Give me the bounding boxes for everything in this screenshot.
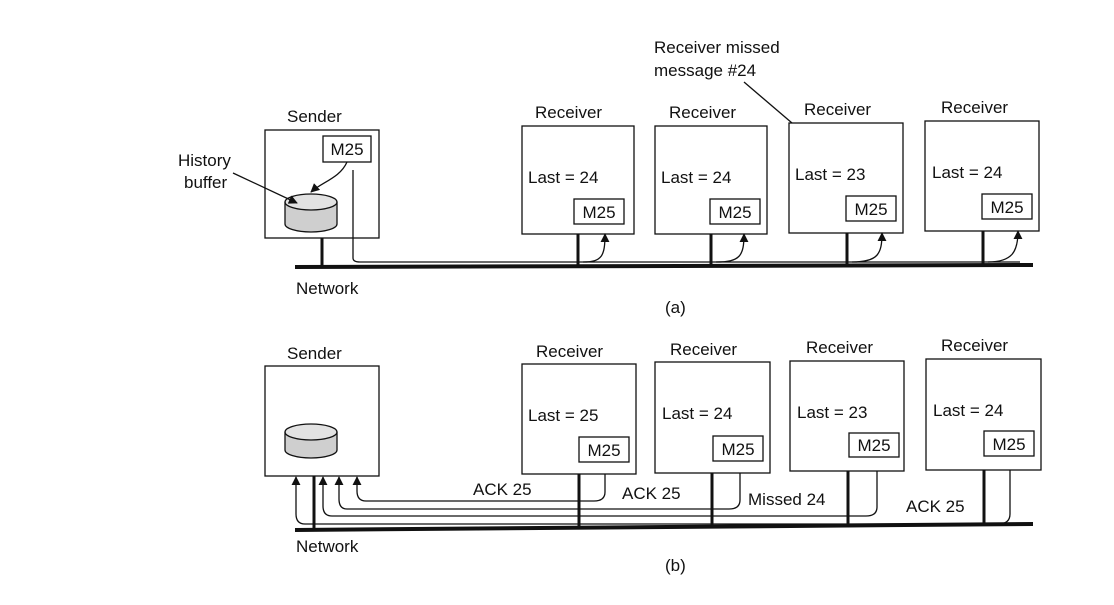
missed-note-pointer bbox=[743, 81, 793, 124]
receiver-title: Receiver bbox=[941, 336, 1008, 355]
message-label: M25 bbox=[854, 200, 887, 219]
receiver-node: Receiver Last = 24 M25 bbox=[521, 103, 635, 267]
message-box bbox=[981, 193, 1033, 220]
message-label: M25 bbox=[330, 140, 363, 159]
network-label: Network bbox=[296, 279, 359, 298]
receiver-title: Receiver bbox=[669, 103, 736, 122]
receiver-title: Receiver bbox=[536, 342, 603, 361]
panel-a: Network Sender M25 History buffer Receiv… bbox=[178, 38, 1040, 317]
sender-title: Sender bbox=[287, 344, 342, 363]
message-box bbox=[983, 430, 1035, 457]
network-bus bbox=[294, 522, 1034, 532]
feedback-label: Missed 24 bbox=[748, 490, 825, 509]
message-label: M25 bbox=[721, 440, 754, 459]
receiver-title: Receiver bbox=[806, 338, 873, 357]
sender-node: Sender M25 bbox=[264, 107, 380, 267]
message-box bbox=[845, 195, 897, 222]
message-label: M25 bbox=[857, 436, 890, 455]
history-pointer bbox=[232, 172, 298, 204]
panel-b: Network Sender Receiver Last = 25 M25 bbox=[264, 336, 1042, 575]
message-box bbox=[709, 198, 761, 225]
last-label: Last = 24 bbox=[662, 404, 732, 423]
message-label: M25 bbox=[718, 203, 751, 222]
receiver-node: Receiver Last = 24 M25 bbox=[654, 103, 768, 267]
message-box bbox=[573, 198, 625, 225]
delivery-arrow bbox=[851, 232, 887, 263]
receiver-node: Receiver Last = 23 M25 bbox=[788, 100, 904, 266]
receiver-title: Receiver bbox=[804, 100, 871, 119]
feedback-label: ACK 25 bbox=[906, 497, 965, 516]
delivery-arrow bbox=[715, 233, 749, 263]
receiver-node: Receiver Last = 24 M25 bbox=[924, 98, 1040, 265]
missed-note-line-1: Receiver missed bbox=[654, 38, 780, 57]
last-label: Last = 24 bbox=[932, 163, 1002, 182]
store-arrow bbox=[310, 161, 348, 193]
feedback-label: ACK 25 bbox=[622, 484, 681, 503]
receiver-node: Receiver Last = 24 M25 bbox=[925, 336, 1042, 525]
receiver-node: Receiver Last = 23 M25 bbox=[789, 338, 905, 527]
last-label: Last = 24 bbox=[933, 401, 1003, 420]
caption-b: (b) bbox=[665, 556, 686, 575]
receiver-title: Receiver bbox=[670, 340, 737, 359]
feedback-label: ACK 25 bbox=[473, 480, 532, 499]
sender-node: Sender bbox=[264, 344, 380, 530]
last-label: Last = 23 bbox=[795, 165, 865, 184]
feedback-wire bbox=[334, 461, 741, 510]
multicast-wire bbox=[352, 170, 1020, 263]
last-label: Last = 23 bbox=[797, 403, 867, 422]
message-label: M25 bbox=[582, 203, 615, 222]
missed-note-line-2: message #24 bbox=[654, 61, 756, 80]
caption-a: (a) bbox=[665, 298, 686, 317]
history-label-2: buffer bbox=[184, 173, 228, 192]
message-box bbox=[712, 435, 764, 462]
history-buffer-icon bbox=[284, 423, 338, 459]
message-label: M25 bbox=[992, 435, 1025, 454]
delivery-arrow bbox=[987, 230, 1023, 263]
network-bus bbox=[294, 263, 1034, 269]
history-buffer-icon bbox=[284, 193, 338, 233]
message-label: M25 bbox=[587, 441, 620, 460]
feedback-wire bbox=[352, 462, 606, 502]
sender-box bbox=[264, 365, 380, 477]
last-label: Last = 24 bbox=[528, 168, 598, 187]
sender-title: Sender bbox=[287, 107, 342, 126]
receiver-node: Receiver Last = 24 M25 bbox=[654, 340, 771, 528]
message-box bbox=[848, 432, 900, 458]
delivery-arrow bbox=[582, 233, 610, 263]
receiver-title: Receiver bbox=[535, 103, 602, 122]
last-label: Last = 25 bbox=[528, 406, 598, 425]
receiver-node: Receiver Last = 25 M25 bbox=[521, 342, 637, 529]
feedback-wire bbox=[291, 456, 1011, 525]
last-label: Last = 24 bbox=[661, 168, 731, 187]
receiver-title: Receiver bbox=[941, 98, 1008, 117]
network-label: Network bbox=[296, 537, 359, 556]
feedback-wire bbox=[318, 457, 878, 517]
message-label: M25 bbox=[990, 198, 1023, 217]
message-box bbox=[578, 436, 630, 463]
history-label-1: History bbox=[178, 151, 231, 170]
